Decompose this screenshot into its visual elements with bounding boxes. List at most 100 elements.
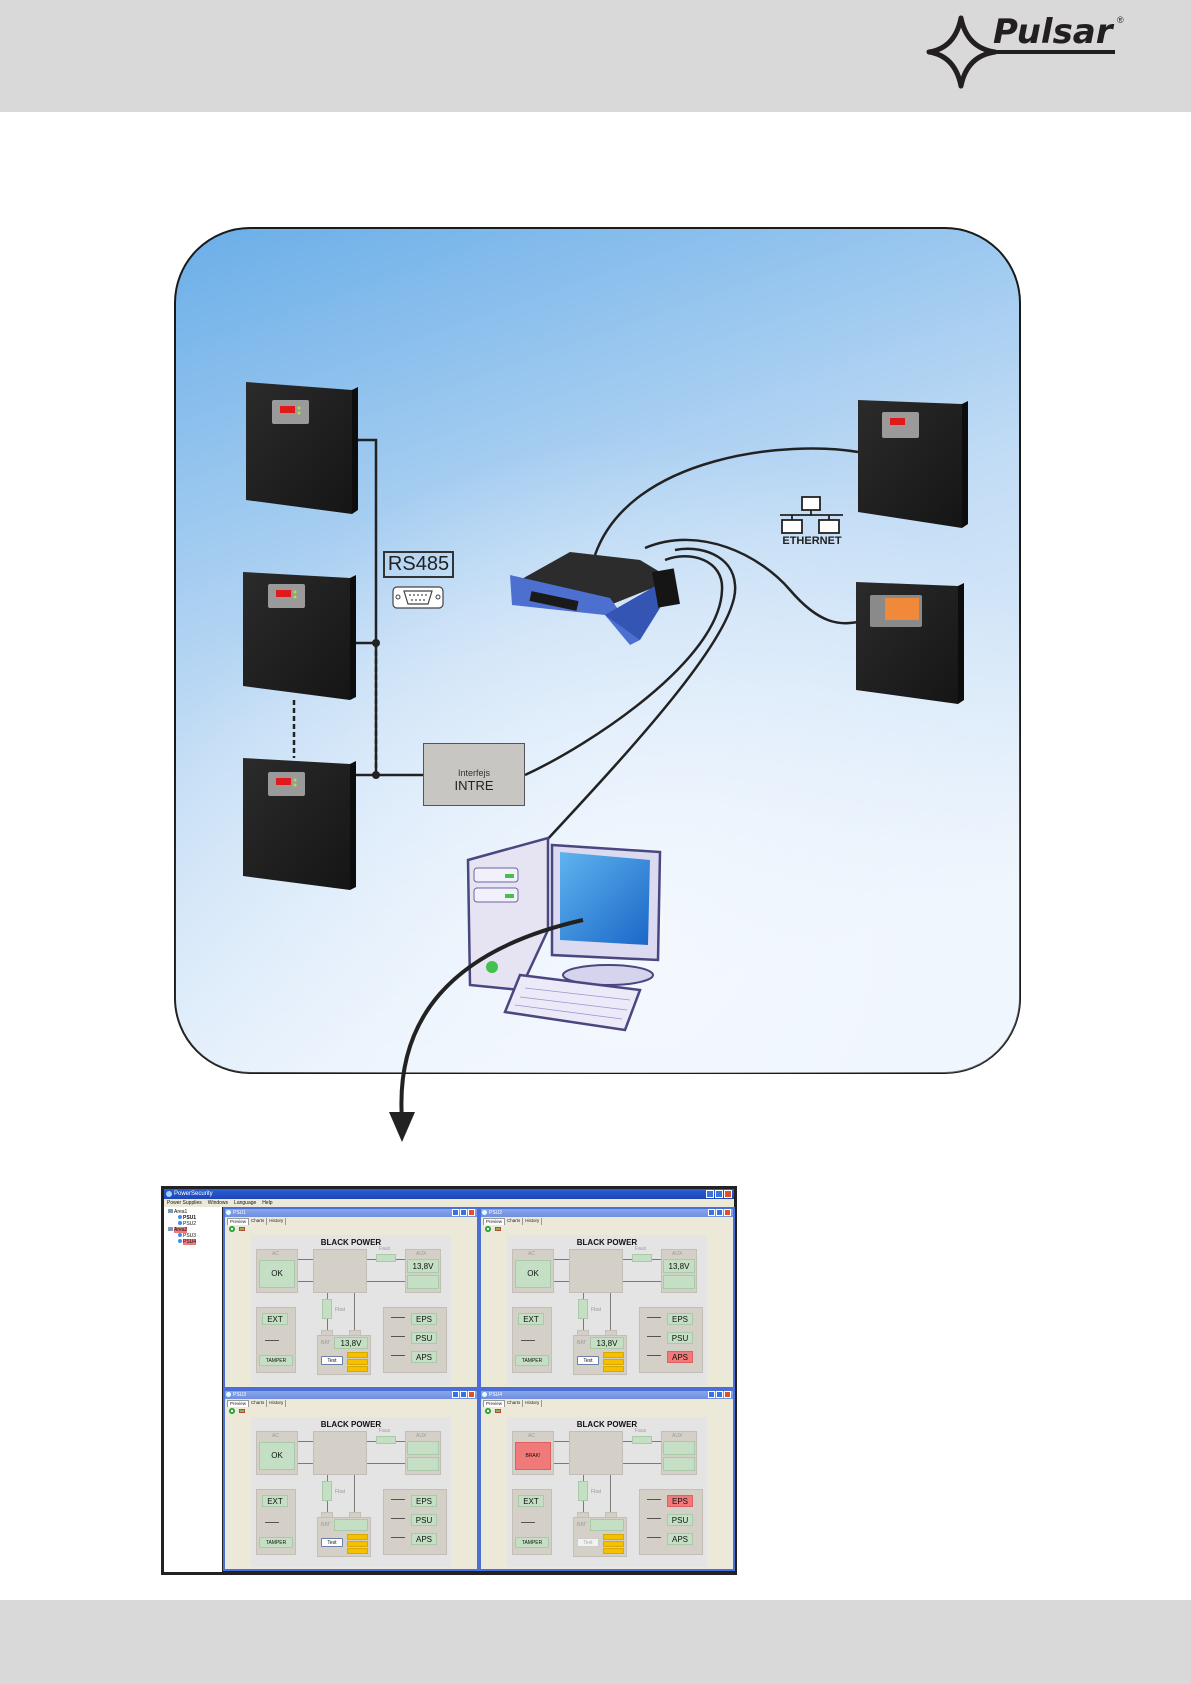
tab-charts[interactable]: Charts [249, 1400, 268, 1407]
battery-test-button[interactable]: Test [577, 1538, 599, 1547]
tree-item-psu1[interactable]: PSU1 [178, 1215, 196, 1221]
tree-item-psu4[interactable]: PSU4 [178, 1239, 197, 1245]
battery-level-bar [603, 1541, 624, 1547]
tab-history[interactable]: History [523, 1218, 543, 1225]
registered-mark: ® [1117, 15, 1124, 25]
psu-icon [178, 1239, 182, 1243]
tab-charts[interactable]: Charts [505, 1218, 524, 1225]
menu-language[interactable]: Language [234, 1200, 257, 1206]
tree-item-psu2[interactable]: PSU2 [178, 1221, 196, 1227]
refresh-icon[interactable] [485, 1408, 491, 1414]
battery-test-button[interactable]: Test [577, 1356, 599, 1365]
psu-window-title-bar: PSU1 [225, 1209, 477, 1217]
refresh-icon[interactable] [229, 1226, 235, 1232]
maximize-icon[interactable] [460, 1391, 467, 1398]
bus-node [372, 639, 380, 647]
battery-level-bar [347, 1352, 368, 1358]
psu-window-icon [226, 1392, 231, 1397]
maximize-icon[interactable] [715, 1190, 723, 1198]
rs485-label: RS485 [383, 551, 454, 578]
psu-window-icon [226, 1210, 231, 1215]
menu-windows[interactable]: Windows [207, 1200, 229, 1206]
psu-switch-icon [647, 1334, 661, 1337]
close-icon[interactable] [468, 1391, 475, 1398]
tamper-switch-icon [265, 1338, 279, 1341]
tab-history[interactable]: History [267, 1218, 287, 1225]
aux-label: AUX [416, 1433, 427, 1439]
aps-switch-icon [391, 1353, 405, 1356]
menu-help[interactable]: Help [262, 1200, 273, 1206]
wire [610, 1293, 611, 1331]
tab-charts[interactable]: Charts [505, 1400, 524, 1407]
psu-left-3 [243, 758, 356, 890]
wire [610, 1475, 611, 1513]
settings-icon[interactable] [495, 1408, 501, 1414]
psu-right-2-lcd [856, 582, 964, 704]
brand-name: Pulsar [993, 12, 1113, 52]
minimize-icon[interactable] [452, 1209, 459, 1216]
psu-core-block [569, 1431, 623, 1475]
battery-test-button[interactable]: Test [321, 1538, 343, 1547]
close-icon[interactable] [468, 1209, 475, 1216]
psu-indicator: PSU [411, 1514, 437, 1526]
tree-item-area2[interactable]: Area2 [168, 1227, 188, 1233]
refresh-icon[interactable] [229, 1408, 235, 1414]
tab-preview[interactable]: Preview [483, 1400, 506, 1407]
panel-title: BLACK POWER [576, 1420, 638, 1429]
faux-fuse [376, 1254, 396, 1262]
minimize-icon[interactable] [452, 1391, 459, 1398]
battery-level-bar [347, 1359, 368, 1365]
minimize-icon[interactable] [706, 1190, 714, 1198]
tamper-switch-icon [265, 1520, 279, 1523]
ext-indicator: EXT [262, 1313, 288, 1325]
battery-level-bar [603, 1352, 624, 1358]
folder-icon [168, 1209, 173, 1213]
ext-indicator: EXT [518, 1313, 544, 1325]
wire [367, 1281, 405, 1282]
wire [298, 1281, 313, 1282]
minimize-icon[interactable] [708, 1209, 715, 1216]
app-title: PowerSecurity [174, 1191, 213, 1197]
eps-indicator: EPS [411, 1313, 437, 1325]
tab-history[interactable]: History [523, 1400, 543, 1407]
aux-output-2 [407, 1275, 439, 1289]
router-icon [510, 552, 680, 645]
settings-icon[interactable] [239, 1408, 245, 1414]
psu-window-title-bar: PSU4 [481, 1391, 733, 1399]
ext-indicator: EXT [262, 1495, 288, 1507]
psu-core-block [313, 1431, 367, 1475]
ac-label: AC [272, 1251, 279, 1257]
psu-window-title: PSU4 [489, 1392, 503, 1398]
aux-voltage: 13,8V [663, 1259, 695, 1273]
tab-charts[interactable]: Charts [249, 1218, 268, 1225]
menu-power-supplies[interactable]: Power Supplies [167, 1200, 202, 1206]
tab-preview[interactable]: Preview [483, 1218, 506, 1225]
maximize-icon[interactable] [716, 1209, 723, 1216]
arrow-connector [399, 918, 584, 1121]
battery-level-bar [347, 1548, 368, 1554]
minimize-icon[interactable] [708, 1391, 715, 1398]
close-icon[interactable] [724, 1190, 732, 1198]
psu-tabs: Preview Charts History [483, 1400, 543, 1407]
psu-icon [178, 1233, 182, 1237]
wire [354, 1293, 355, 1331]
settings-icon[interactable] [495, 1226, 501, 1232]
maximize-icon[interactable] [716, 1391, 723, 1398]
psu-window-1: PSU1 Preview Charts History BLACK POWER … [223, 1207, 479, 1389]
tree-item-area1[interactable]: Area1 [168, 1209, 187, 1215]
tab-history[interactable]: History [267, 1400, 287, 1407]
close-icon[interactable] [724, 1209, 731, 1216]
aux-voltage: 13,8V [407, 1259, 439, 1273]
ac-label: AC [272, 1433, 279, 1439]
battery-test-button[interactable]: Test [321, 1356, 343, 1365]
close-icon[interactable] [724, 1391, 731, 1398]
tree-item-psu3[interactable]: PSU3 [178, 1233, 196, 1239]
refresh-icon[interactable] [485, 1226, 491, 1232]
ac-status: OK [515, 1260, 551, 1288]
tab-preview[interactable]: Preview [227, 1400, 250, 1407]
maximize-icon[interactable] [460, 1209, 467, 1216]
tab-preview[interactable]: Preview [227, 1218, 250, 1225]
settings-icon[interactable] [239, 1226, 245, 1232]
tamper-switch-icon [521, 1338, 535, 1341]
bat-voltage [334, 1519, 368, 1531]
